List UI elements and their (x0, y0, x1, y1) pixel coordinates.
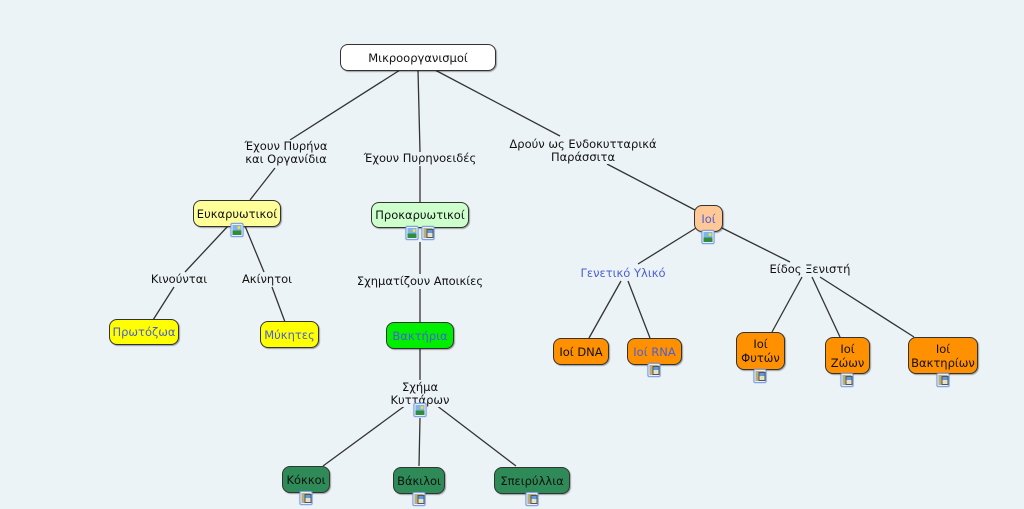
concept-root-microorganisms[interactable]: Μικροοργανισμοί (340, 44, 496, 71)
concept-bacilli[interactable]: Βάκιλοι (393, 467, 445, 494)
link-shape-cocci (322, 404, 407, 467)
eukaryotes-resources (230, 223, 244, 237)
spirilla-resources (525, 492, 539, 506)
linking-phrase-nucleus-organelles[interactable]: Έχουν Πυρήνα και Οργανίδια (243, 139, 329, 166)
cocci-resources (299, 491, 313, 505)
document-resource-icon[interactable] (753, 369, 767, 383)
concept-spirilla[interactable]: Σπειρύλλια (494, 467, 570, 494)
concept-fungi[interactable]: Μύκητες (260, 321, 319, 348)
link-root-parasites (434, 69, 561, 137)
prokaryotes-resources (405, 226, 435, 240)
link-genetic-rna (627, 280, 651, 339)
linking-phrase-cell-shape[interactable]: Σχήμα Κυττάρων (389, 380, 451, 407)
concept-prokaryotes[interactable]: Προκαρυωτικοί (371, 202, 469, 228)
bacilli-resources (412, 492, 426, 506)
linking-phrase-parasites[interactable]: Δρούν ως Ενδοκυτταρικά Παράσσιτα (508, 137, 658, 164)
linking-phrase-move[interactable]: Κινούνται (149, 272, 209, 286)
link-host-plants (771, 276, 803, 333)
concept-eukaryotes[interactable]: Ευκαρυωτικοί (193, 200, 281, 227)
viruses-resources (701, 230, 715, 244)
plant-viruses-resources (753, 369, 767, 383)
concept-animal-viruses[interactable]: Ιοί Ζώων (825, 337, 870, 374)
link-host-animals (811, 276, 841, 338)
concept-protozoa[interactable]: Πρωτόζωα (109, 319, 179, 345)
link-immobile-fungi (271, 286, 286, 323)
linking-phrase-immobile[interactable]: Ακίνητοι (240, 272, 294, 286)
link-shape-spirilla (435, 404, 517, 467)
link-root-nucleoid (417, 69, 421, 153)
document-resource-icon[interactable] (840, 373, 854, 387)
linking-phrase-genetic-material[interactable]: Γενετικό Υλικό (579, 266, 667, 280)
link-nucleus-eukaryotes (249, 167, 276, 201)
link-genetic-dna (588, 280, 622, 339)
link-viruses-host (721, 227, 791, 263)
linking-phrase-colonies[interactable]: Σχηματίζουν Αποικίες (355, 274, 485, 288)
concept-bacteria[interactable]: Βακτήρια (386, 322, 454, 349)
link-parasites-viruses (606, 163, 696, 211)
document-resource-icon[interactable] (936, 373, 950, 387)
image-resource-icon[interactable] (405, 226, 419, 240)
link-move-protozoa (152, 286, 175, 321)
rna-viruses-resources (647, 363, 661, 377)
linking-phrase-host-type[interactable]: Είδος Ξενιστή (768, 262, 852, 276)
concept-rna-viruses[interactable]: Ιοί RNA (627, 338, 682, 365)
concept-bacteria-viruses[interactable]: Ιοί Βακτηρίων (908, 337, 978, 374)
link-host-bacteria (819, 276, 915, 338)
link-root-nucleus (289, 69, 401, 141)
link-shape-bacilli (418, 417, 421, 467)
image-resource-icon[interactable] (701, 230, 715, 244)
link-eukaryotes-move (184, 225, 229, 273)
document-resource-icon[interactable] (299, 491, 313, 505)
animal-viruses-resources (840, 373, 854, 387)
concept-dna-viruses[interactable]: Ιοί DNA (553, 338, 609, 365)
concept-plant-viruses[interactable]: Ιοί Φυτών (736, 332, 785, 370)
document-resource-icon[interactable] (421, 226, 435, 240)
document-resource-icon[interactable] (412, 492, 426, 506)
link-eukaryotes-immobile (244, 225, 265, 273)
document-resource-icon[interactable] (647, 363, 661, 377)
concept-viruses[interactable]: Ιοί (694, 205, 723, 232)
image-resource-icon[interactable] (230, 223, 244, 237)
document-resource-icon[interactable] (525, 492, 539, 506)
bacteria-viruses-resources (936, 373, 950, 387)
image-resource-icon[interactable] (413, 403, 427, 417)
cell-shape-resources (413, 403, 427, 417)
link-viruses-genetic (637, 227, 697, 265)
linking-phrase-nucleoid[interactable]: Έχουν Πυρηνοειδές (362, 151, 478, 165)
concept-cocci[interactable]: Κόκκοι (282, 466, 330, 493)
